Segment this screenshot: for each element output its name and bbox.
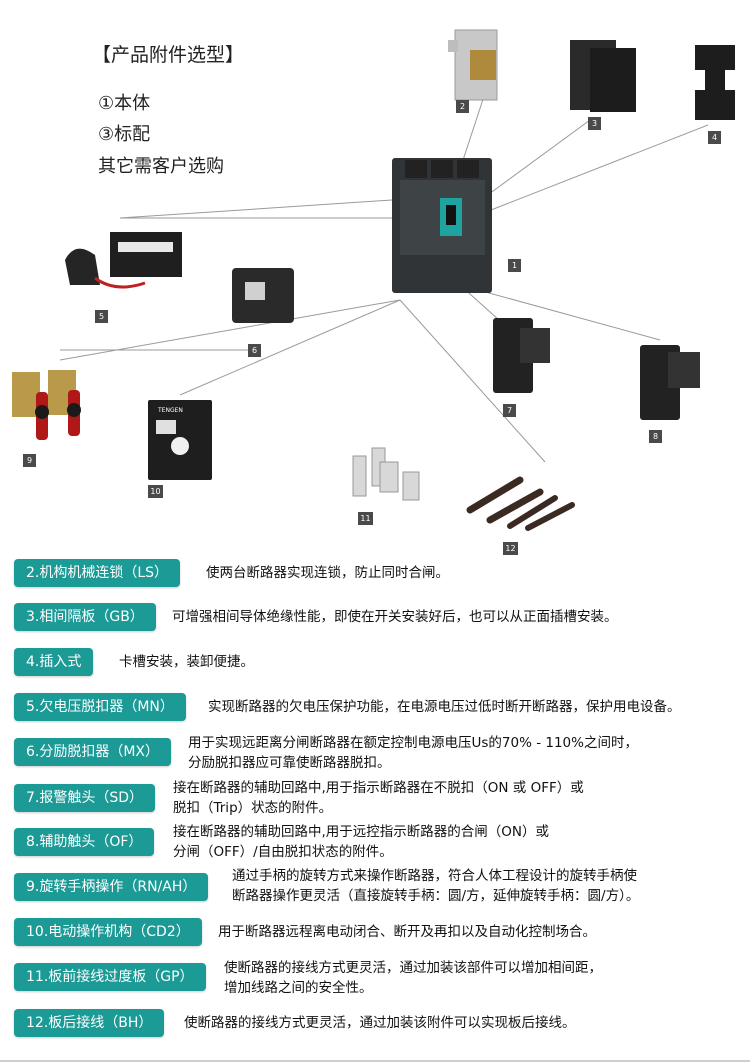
diagram-label-1: 1 [508, 259, 521, 272]
feature-desc-mx-2: 分励脱扣器应可靠使断路器脱扣。 [188, 755, 391, 771]
diagram-label-5: 5 [95, 310, 108, 323]
feature-label-gb: 3.相间隔板（GB） [14, 603, 156, 631]
feature-desc-sd-1: 接在断路器的辅助回路中,用于指示断路器在不脱扣（ON 或 OFF）或 [173, 780, 584, 796]
diagram-label-10: 10 [148, 485, 163, 498]
feature-label-cd2: 10.电动操作机构（CD2） [14, 918, 202, 946]
feature-label-ls: 2.机构机械连锁（LS） [14, 559, 181, 587]
diagram-label-7: 7 [503, 404, 516, 417]
feature-label-mx: 6.分励脱扣器（MX） [14, 738, 172, 766]
rear-connection-stud-image [466, 476, 575, 531]
bottom-divider [0, 1060, 750, 1062]
feature-desc-mn: 实现断路器的欠电压保护功能，在电源电压过低时断开断路器，保护用电设备。 [208, 699, 681, 715]
breaker-body-image [392, 158, 492, 293]
feature-desc-gp-2: 增加线路之间的安全性。 [224, 980, 373, 996]
interlock-bracket-image [448, 29, 498, 101]
feature-desc-bh: 使断路器的接线方式更灵活，通过加装该附件可以实现板后接线。 [184, 1015, 576, 1031]
feature-desc-ls: 使两台断路器实现连锁，防止同时合闸。 [206, 565, 449, 581]
feature-desc-plugin: 卡槽安装，装卸便捷。 [119, 654, 254, 670]
front-connection-plate-image [352, 447, 420, 501]
undervoltage-release-image [65, 232, 182, 289]
diagram-label-3: 3 [588, 117, 601, 130]
feature-desc-sd-2: 脱扣（Trip）状态的附件。 [173, 800, 333, 816]
diagram-label-12: 12 [503, 542, 518, 555]
diagram-label-9: 9 [23, 454, 36, 467]
diagram-label-11: 11 [358, 512, 373, 525]
feature-label-bh: 12.板后接线（BH） [14, 1009, 165, 1037]
header-line-body: ①本体 [98, 93, 151, 114]
feature-label-sd: 7.报警触头（SD） [14, 784, 156, 812]
feature-desc-gb: 可增强相间导体绝缘性能，即使在开关安装好后，也可以从正面插槽安装。 [172, 609, 618, 625]
accessory-diagram: TENGEN [12, 29, 735, 531]
phase-barrier-image [570, 40, 636, 112]
auxiliary-contact-image [640, 345, 700, 420]
feature-label-plugin: 4.插入式 [14, 648, 94, 676]
header-line-optional: 其它需客户选购 [98, 156, 224, 177]
feature-desc-of-2: 分闸（OFF）/自由脱扣状态的附件。 [173, 844, 393, 860]
feature-desc-rn-1: 通过手柄的旋转方式来操作断路器，符合人体工程设计的旋转手柄使 [232, 868, 637, 884]
diagram-label-2: 2 [456, 100, 469, 113]
feature-desc-of-1: 接在断路器的辅助回路中,用于远控指示断路器的合闸（ON）或 [173, 824, 550, 840]
alarm-contact-image [493, 318, 550, 393]
diagram-label-6: 6 [248, 344, 261, 357]
feature-desc-cd2: 用于断路器远程离电动闭合、断开及再扣以及自动化控制场合。 [218, 924, 596, 940]
plug-in-base-image [695, 45, 735, 120]
diagram-label-4: 4 [708, 131, 721, 144]
feature-label-of: 8.辅助触头（OF） [14, 828, 155, 856]
diagram-label-8: 8 [649, 430, 662, 443]
feature-desc-mx-1: 用于实现远距离分闸断路器在额定控制电源电压Us的70% - 110%之间时， [188, 735, 638, 751]
feature-desc-gp-1: 使断路器的接线方式更灵活，通过加装该部件可以增加相间距， [224, 960, 602, 976]
feature-label-gp: 11.板前接线过度板（GP） [14, 963, 206, 991]
device-brand-text: TENGEN [157, 407, 183, 414]
shunt-release-image [232, 268, 294, 323]
feature-label-rn: 9.旋转手柄操作（RN/AH） [14, 873, 209, 901]
rotary-handle-image [12, 370, 81, 440]
header-line-standard: ③标配 [98, 124, 151, 145]
feature-label-mn: 5.欠电压脱扣器（MN） [14, 693, 186, 721]
motor-operator-image: TENGEN [148, 400, 212, 480]
page-title: 【产品附件选型】 [92, 44, 245, 66]
feature-desc-rn-2: 断路器操作更灵活（直接旋转手柄：圆/方，延伸旋转手柄：圆/方）。 [232, 888, 640, 904]
